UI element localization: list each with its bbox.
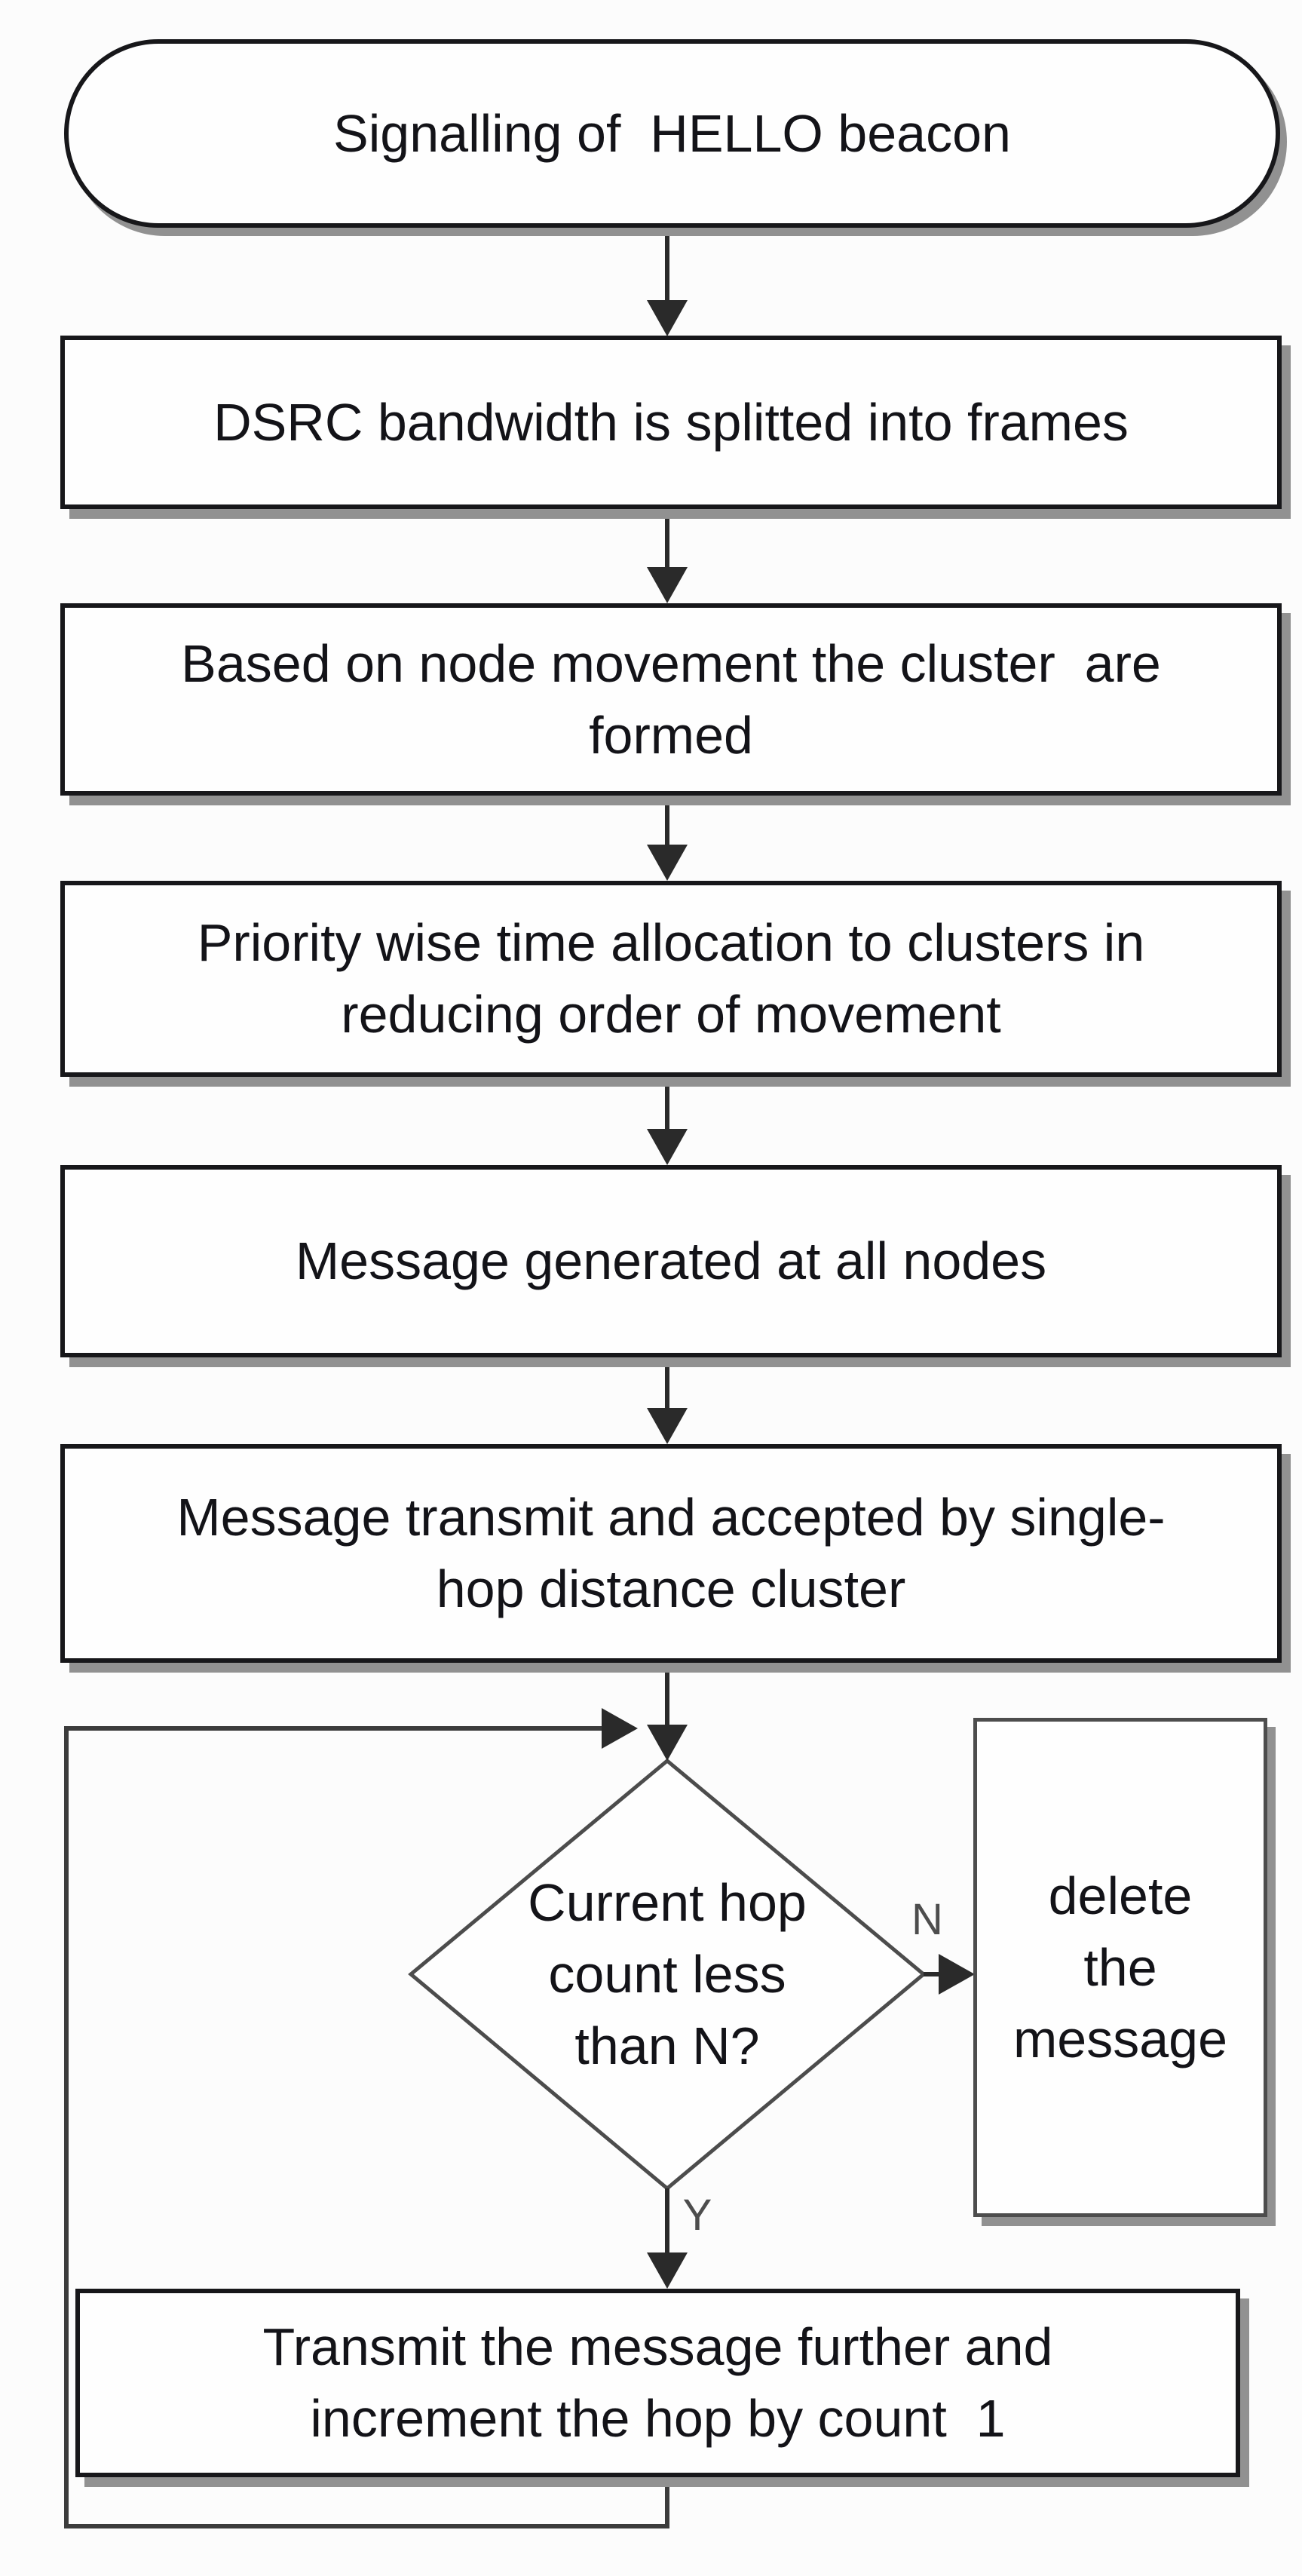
node-transmit-further: Transmit the message further and incremen… (75, 2289, 1240, 2477)
label-line: Message generated at all nodes (295, 1231, 1047, 1290)
label-line: hop distance cluster (436, 1559, 906, 1618)
node-priority-allocation: Priority wise time allocation to cluster… (60, 881, 1282, 1077)
label-line: delete (1048, 1866, 1193, 1925)
label-line: Based on node movement the cluster are (181, 633, 1161, 693)
label-line: the (1083, 1937, 1157, 1997)
node-message-transmit: Message transmit and accepted by single-… (60, 1444, 1282, 1663)
arrowhead (647, 1408, 688, 1444)
arrowhead (647, 567, 688, 603)
flow-arrow-decision-to-delete (924, 1954, 975, 1995)
label-line: Message transmit and accepted by single- (176, 1488, 1166, 1547)
arrowhead (647, 1725, 688, 1761)
edge-label-yes: Y (682, 2191, 712, 2240)
node-label: delete the message (1013, 1860, 1227, 2075)
node-label: Signalling of HELLO beacon (333, 98, 1011, 170)
node-label: DSRC bandwidth is splitted into frames (213, 387, 1129, 458)
arrowhead (647, 845, 688, 881)
node-label: Based on node movement the cluster are fo… (181, 628, 1161, 771)
node-hop-decision: Current hop count less than N? (479, 1867, 856, 2082)
flow-arrow-transmit-to-decision (647, 1663, 688, 1761)
label-line: formed (589, 705, 753, 765)
flow-arrow-start-to-split (647, 228, 688, 336)
arrowhead (647, 1129, 688, 1165)
label-line: increment the hop by count 1 (310, 2389, 1006, 2448)
flow-arrow-generated-to-transmit (647, 1357, 688, 1444)
flow-arrow-priority-to-generated (647, 1077, 688, 1165)
arrowhead (602, 1708, 638, 1749)
loop-back-edge (64, 1708, 669, 2528)
node-label: Message generated at all nodes (296, 1225, 1046, 1297)
label-line: reducing order of movement (341, 985, 1001, 1044)
node-message-generated: Message generated at all nodes (60, 1165, 1282, 1357)
flow-arrow-decision-to-transmit-further (647, 2188, 688, 2289)
node-cluster-formation: Based on node movement the cluster are fo… (60, 603, 1282, 796)
label-line: than N? (574, 2016, 760, 2075)
arrowhead (647, 300, 688, 336)
label-line: Priority wise time allocation to cluster… (197, 913, 1145, 972)
label-line: Current hop (528, 1873, 807, 1932)
edge-label-no: N (911, 1894, 943, 1944)
arrowhead (647, 2252, 688, 2289)
node-label: Transmit the message further and incremen… (263, 2311, 1053, 2455)
node-label: Message transmit and accepted by single-… (176, 1482, 1165, 1625)
label-line: Signalling of HELLO beacon (333, 103, 1011, 163)
label-line: message (1012, 2009, 1228, 2068)
label-line: Transmit the message further and (262, 2317, 1053, 2376)
flow-arrow-cluster-to-priority (647, 796, 688, 881)
node-split-frames: DSRC bandwidth is splitted into frames (60, 336, 1282, 509)
flow-arrow-split-to-cluster (647, 511, 688, 603)
arrowhead (939, 1954, 975, 1995)
node-delete-message: delete the message (973, 1718, 1267, 2217)
node-label: Priority wise time allocation to cluster… (198, 907, 1145, 1050)
label-line: DSRC bandwidth is splitted into frames (213, 392, 1129, 452)
node-label: Current hop count less than N? (528, 1867, 807, 2082)
label-line: count less (548, 1945, 786, 2004)
node-start: Signalling of HELLO beacon (64, 39, 1280, 228)
